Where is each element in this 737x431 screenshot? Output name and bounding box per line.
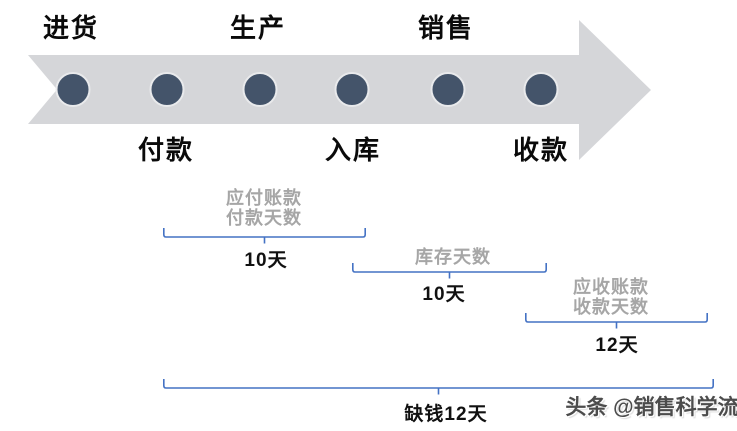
cash-gap-bracket <box>163 379 714 395</box>
stage-label-purchase: 进货 <box>42 13 100 43</box>
timeline-node <box>430 72 466 107</box>
watermark-text: 头条 @销售科学流 <box>565 396 737 419</box>
stage-label-warehousing: 入库 <box>324 135 382 165</box>
receivable-days-caption: 应收账款 收款天数 <box>573 277 649 317</box>
stage-label-sales: 销售 <box>417 13 475 43</box>
payable-days-caption: 应付账款 付款天数 <box>226 188 302 228</box>
caption-line: 应收账款 <box>573 277 649 297</box>
cash-gap-value: 缺钱12天 <box>404 404 488 425</box>
process-arrow <box>28 20 651 160</box>
caption-line: 库存天数 <box>415 247 491 267</box>
caption-line: 付款天数 <box>226 208 302 228</box>
receivable-days-bracket <box>525 313 708 329</box>
receivable-days-value: 12天 <box>595 335 639 356</box>
timeline-node <box>55 72 91 107</box>
payable-days-bracket <box>163 228 366 244</box>
stage-label-payment: 付款 <box>137 135 195 165</box>
timeline-node <box>242 72 278 107</box>
caption-line: 收款天数 <box>573 297 649 317</box>
payable-days-value: 10天 <box>244 250 288 271</box>
timeline-node <box>523 72 559 107</box>
stage-label-production: 生产 <box>229 13 287 43</box>
inventory-days-caption: 库存天数 <box>415 247 491 267</box>
caption-line: 应付账款 <box>226 188 302 208</box>
inventory-days-value: 10天 <box>422 284 466 305</box>
timeline-node <box>334 72 370 107</box>
timeline-node <box>149 72 185 107</box>
stage-label-collection: 收款 <box>512 135 570 165</box>
inventory-days-bracket <box>352 263 547 279</box>
